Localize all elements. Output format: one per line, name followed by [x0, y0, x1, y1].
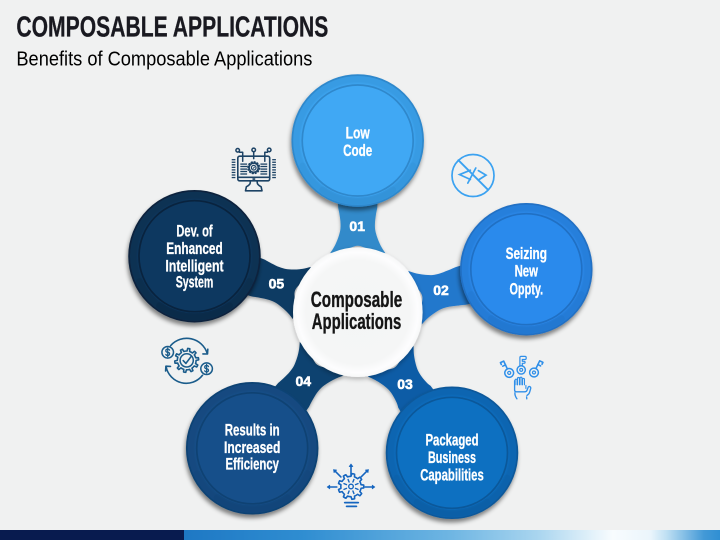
svg-text:05: 05	[269, 275, 285, 291]
svg-text:Increased: Increased	[224, 438, 280, 457]
svg-text:02: 02	[433, 282, 449, 298]
svg-text:COMPOSABLE APPLICATIONS: COMPOSABLE APPLICATIONS	[16, 12, 328, 44]
svg-text:Dev. of: Dev. of	[176, 221, 212, 240]
svg-text:03: 03	[397, 376, 413, 392]
svg-text:Packaged: Packaged	[425, 430, 478, 449]
svg-text:Capabilities: Capabilities	[420, 466, 484, 485]
svg-text:Seizing: Seizing	[506, 244, 547, 263]
svg-text:System: System	[176, 272, 214, 291]
svg-text:Applications: Applications	[312, 309, 402, 334]
svg-text:Results in: Results in	[225, 420, 280, 439]
svg-text:Composable: Composable	[311, 287, 402, 312]
svg-text:Business: Business	[428, 448, 476, 467]
svg-text:Code: Code	[343, 141, 372, 160]
svg-text:Low: Low	[346, 124, 371, 143]
svg-text:Enhanced: Enhanced	[166, 239, 222, 258]
svg-text:04: 04	[296, 373, 312, 389]
svg-text:Intelligent: Intelligent	[165, 256, 224, 275]
svg-text:New: New	[515, 262, 539, 281]
svg-text:Benefits of Composable Applica: Benefits of Composable Applications	[16, 48, 312, 70]
svg-text:Efficiency: Efficiency	[226, 455, 280, 474]
svg-text:Oppty.: Oppty.	[509, 280, 543, 299]
svg-text:01: 01	[349, 218, 365, 234]
